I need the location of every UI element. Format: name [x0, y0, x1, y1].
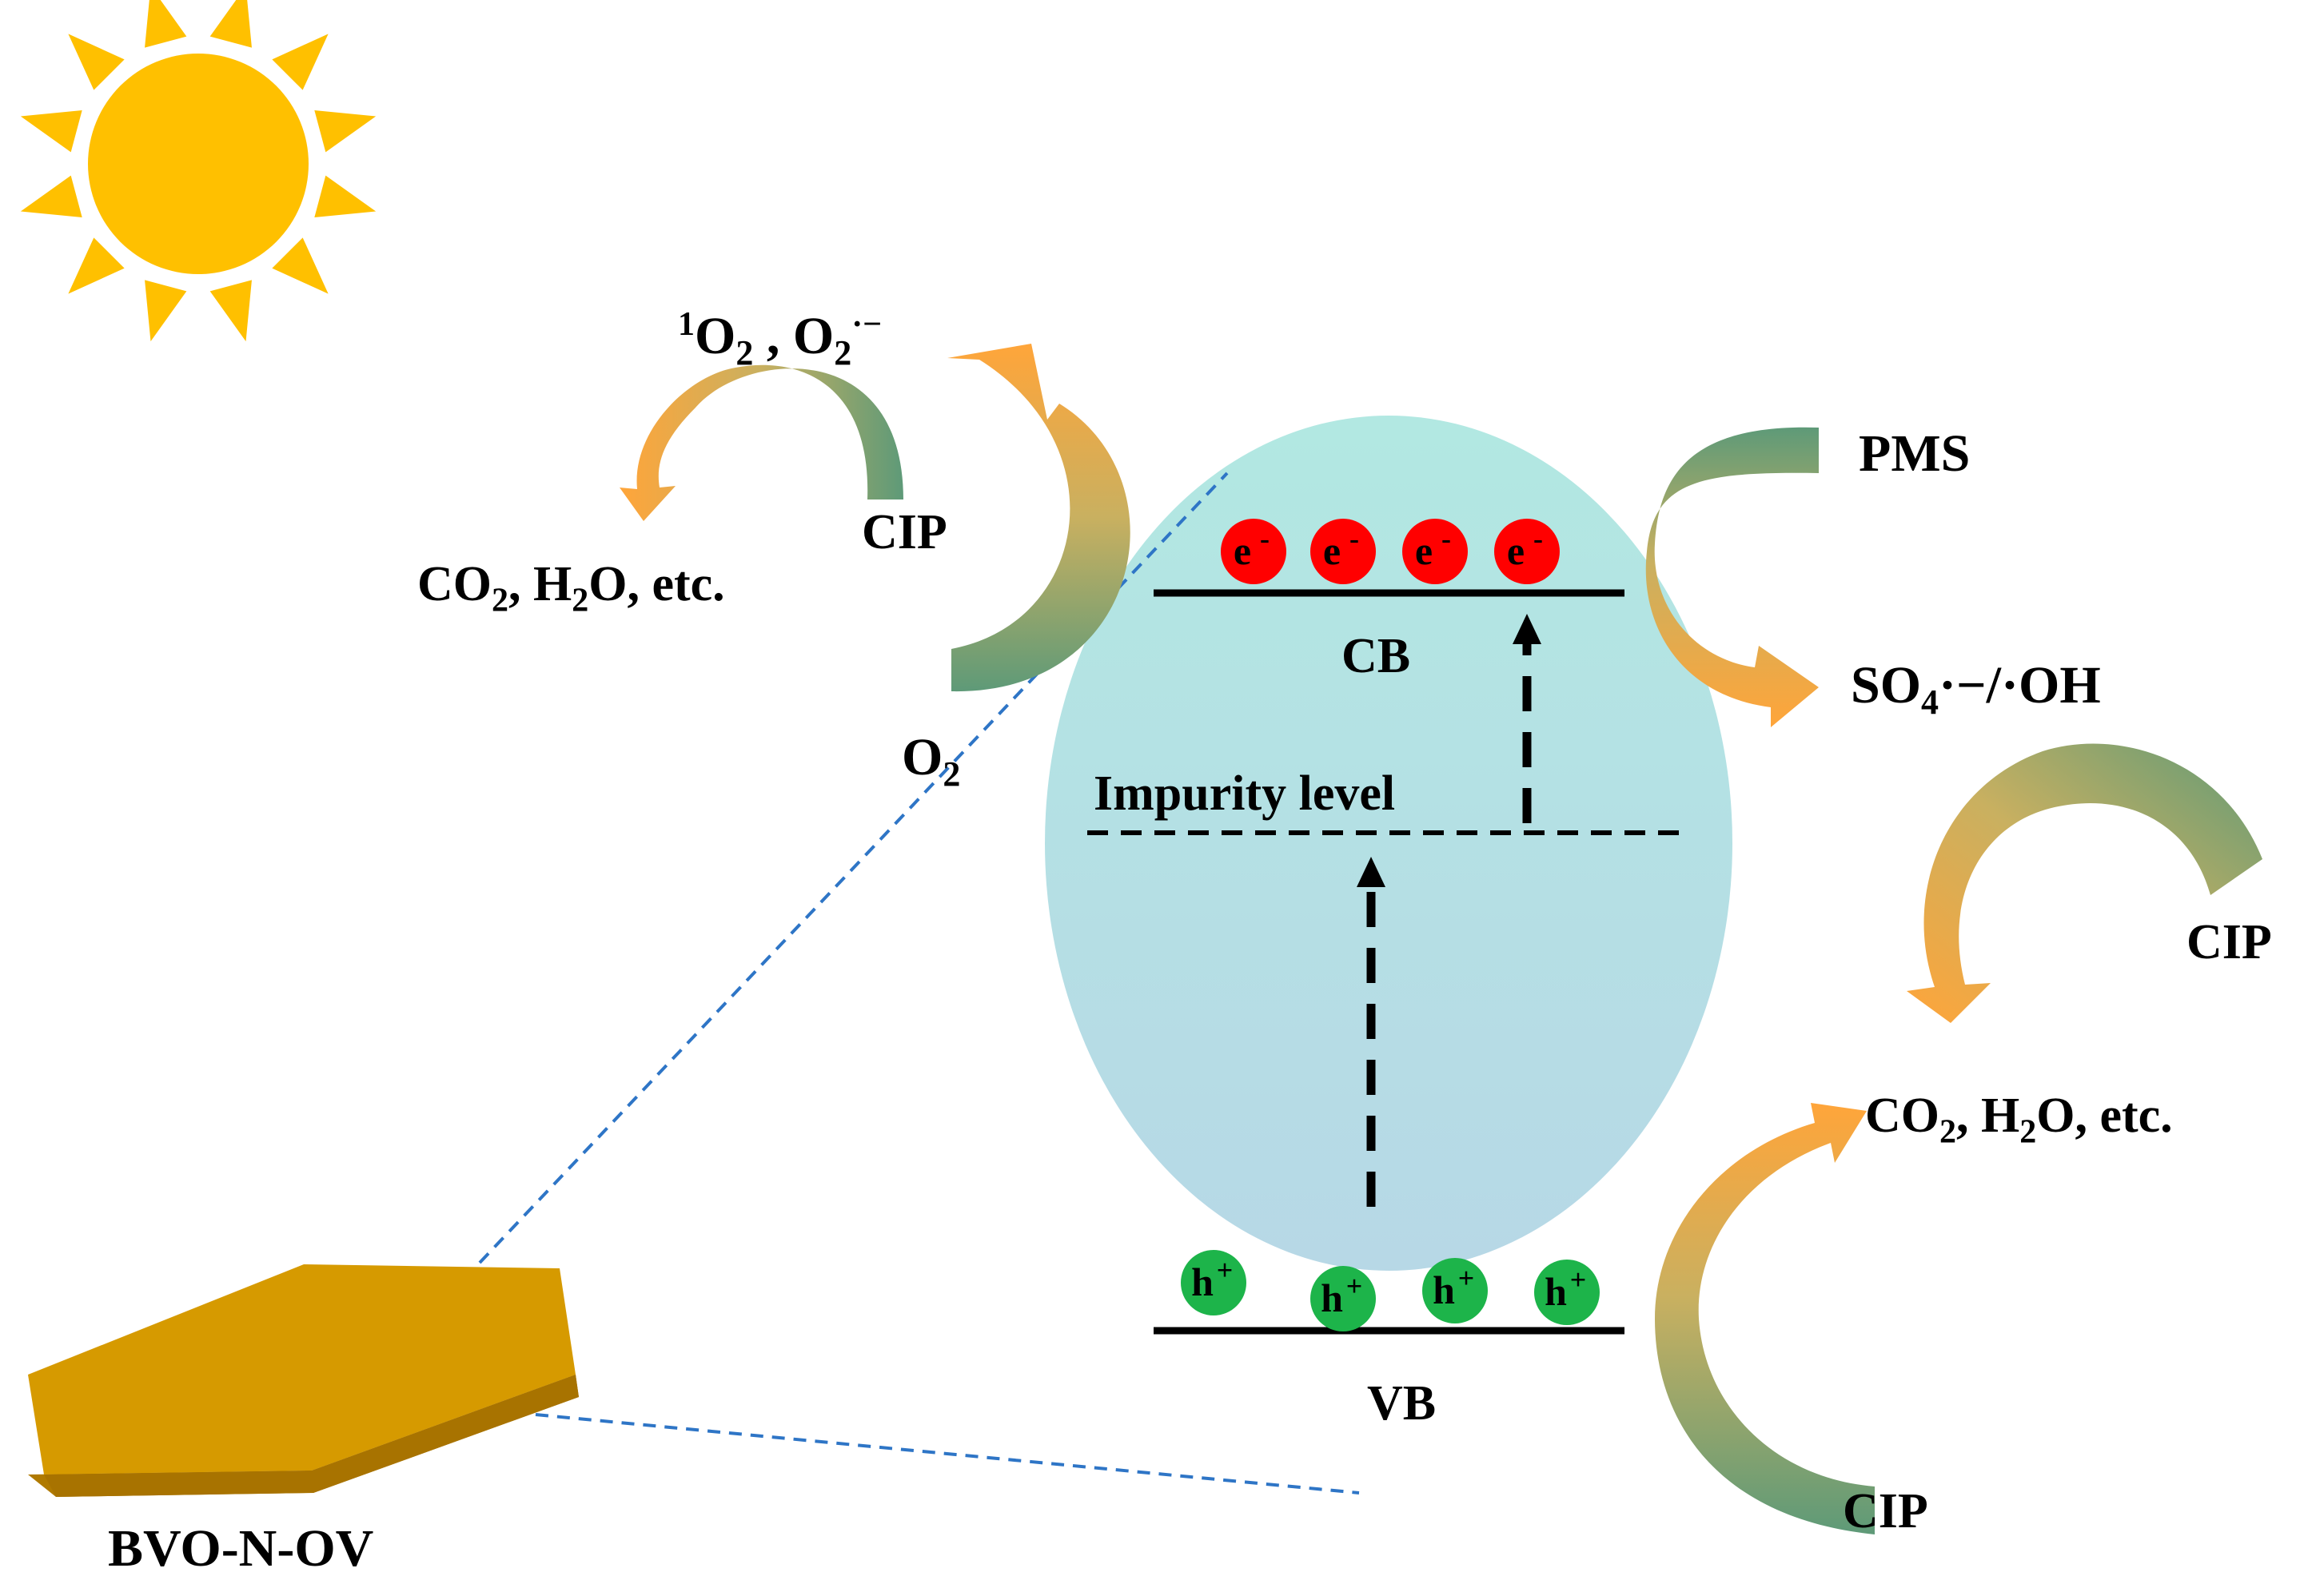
o2-reactant-label: O2 — [902, 728, 961, 794]
degradation-products-left: CO2, H2O, etc. — [417, 557, 725, 619]
excitation-arrow-impurity-to-cb — [1513, 614, 1541, 823]
electron: e- — [1310, 519, 1376, 584]
svg-text:h: h — [1545, 1269, 1567, 1314]
electron: e- — [1221, 519, 1286, 584]
svg-text:h: h — [1433, 1268, 1455, 1312]
hole-group: h+h+h+h+ — [1181, 1250, 1600, 1331]
sun-ray — [145, 0, 187, 48]
sun-ray — [68, 34, 125, 90]
arrow-cip-to-co2-lower — [1655, 1103, 1875, 1534]
electron: e- — [1494, 519, 1560, 584]
sun-ray — [314, 110, 377, 153]
sun-ray — [20, 110, 82, 153]
vb-label: VB — [1367, 1376, 1437, 1431]
projection-line-upper — [478, 472, 1229, 1264]
sun-ray — [209, 280, 252, 342]
arrow-o2-to-radicals — [947, 344, 1130, 692]
material-label: BVO-N-OV — [108, 1519, 374, 1578]
sun-icon — [20, 0, 377, 342]
sun-ray — [20, 175, 82, 217]
svg-text:-: - — [1441, 523, 1451, 555]
svg-text:+: + — [1346, 1270, 1363, 1302]
sun-ray — [272, 34, 329, 90]
cip-label-right-lower: CIP — [1843, 1484, 1928, 1538]
cb-label: CB — [1341, 629, 1411, 683]
electron: e- — [1402, 519, 1468, 584]
arrow-cip-to-co2-upper — [1907, 743, 2262, 1023]
hole: h+ — [1534, 1260, 1600, 1325]
svg-text:e: e — [1415, 528, 1433, 573]
svg-text:-: - — [1349, 523, 1359, 555]
svg-text:e: e — [1323, 528, 1341, 573]
electron-group: e-e-e-e- — [1221, 519, 1560, 584]
band-ellipse — [1045, 416, 1732, 1271]
arrow-cip-to-co2-left — [620, 364, 903, 521]
svg-text:e: e — [1507, 528, 1525, 573]
svg-text:+: + — [1458, 1262, 1475, 1294]
bvo-platelet — [28, 1264, 579, 1497]
sun-ray — [209, 0, 252, 48]
degradation-products-right: CO2, H2O, etc. — [1865, 1089, 2173, 1151]
excitation-arrow-vb-to-impurity — [1357, 857, 1385, 1207]
svg-text:e: e — [1234, 528, 1251, 573]
svg-text:h: h — [1321, 1276, 1343, 1320]
hole: h+ — [1181, 1250, 1246, 1315]
hole: h+ — [1310, 1266, 1376, 1331]
sulfate-hydroxyl-radicals-label: SO4·−/·OH — [1851, 656, 2101, 722]
sun-ray — [272, 237, 329, 294]
impurity-level-label: Impurity level — [1094, 766, 1396, 821]
svg-text:-: - — [1533, 523, 1543, 555]
sun-ray — [314, 175, 377, 217]
sun-ray — [145, 280, 187, 342]
arrow-pms-to-radicals — [1645, 427, 1819, 727]
cip-label-left: CIP — [862, 505, 947, 559]
svg-text:h: h — [1191, 1260, 1214, 1304]
projection-line-lower — [535, 1413, 1360, 1495]
hole: h+ — [1422, 1258, 1488, 1323]
svg-text:+: + — [1570, 1264, 1587, 1296]
pms-label: PMS — [1859, 424, 1971, 483]
cip-label-right-upper: CIP — [2186, 915, 2272, 969]
svg-text:-: - — [1260, 523, 1270, 555]
reactive-oxygen-label: 1O2 , O2·− — [678, 306, 883, 373]
sun-ray — [68, 237, 125, 294]
svg-text:+: + — [1217, 1254, 1234, 1286]
